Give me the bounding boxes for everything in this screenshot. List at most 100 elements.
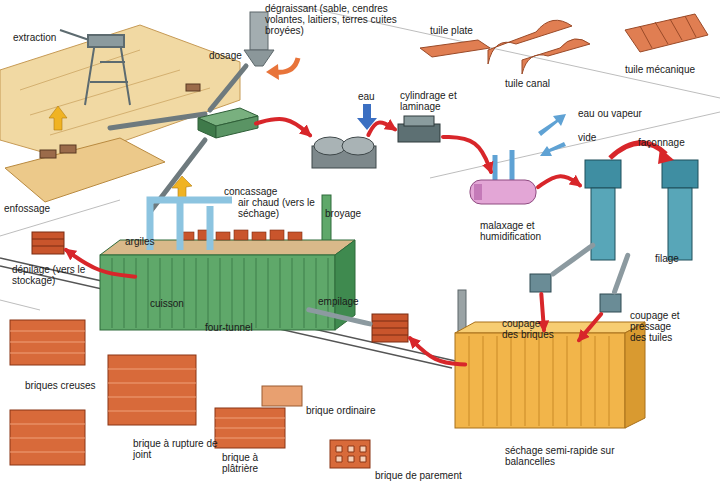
kiln-bricks bbox=[270, 230, 284, 240]
annotation-label: argiles bbox=[125, 236, 175, 247]
annotation-label: dégraissant (sable, cendres volantes, la… bbox=[265, 3, 400, 37]
plain-brick bbox=[262, 386, 302, 406]
crusher bbox=[198, 118, 216, 138]
annotation-label: brique à plâtrière bbox=[222, 452, 277, 474]
brick-stack bbox=[32, 232, 408, 342]
process-stage: broyage bbox=[310, 135, 378, 173]
stage-label: façonnage bbox=[638, 137, 708, 148]
stage-label: malaxage et humidification bbox=[480, 220, 555, 242]
process-stage: cuisson four-tunnel bbox=[100, 250, 355, 332]
floor-line bbox=[0, 300, 40, 310]
additive-arrow bbox=[266, 64, 279, 80]
material-arrow bbox=[172, 176, 192, 198]
additive-arrow bbox=[266, 58, 298, 80]
process-stage: coupage et pressage des tuiles bbox=[598, 292, 623, 314]
kiln-bricks bbox=[216, 232, 230, 240]
additive-arrow bbox=[276, 58, 298, 72]
flow-arrow bbox=[553, 245, 593, 274]
brick-stack bbox=[372, 314, 408, 342]
brick-stack bbox=[32, 232, 64, 254]
flow-arrow bbox=[541, 294, 544, 330]
annotation-label: brique de parement bbox=[375, 470, 475, 481]
mixer bbox=[474, 184, 482, 200]
wagon bbox=[60, 145, 76, 153]
wagon bbox=[40, 150, 56, 158]
process-stage: coupage des briques bbox=[528, 272, 553, 294]
steam-arrow bbox=[538, 114, 566, 136]
roof-tile bbox=[640, 16, 696, 48]
stage-label: empilage bbox=[318, 296, 373, 307]
stage-label: filage bbox=[655, 253, 705, 264]
excavator bbox=[60, 30, 130, 105]
plaster-brick bbox=[215, 408, 285, 448]
extrusion-press bbox=[662, 160, 698, 188]
stage-label: concassage bbox=[224, 186, 294, 197]
plaster-brick bbox=[215, 408, 285, 448]
roller-mill bbox=[404, 116, 434, 126]
facing-brick bbox=[330, 440, 370, 468]
annotation-label: brique ordinaire bbox=[306, 405, 396, 416]
material-arrow bbox=[49, 106, 67, 130]
stage-label: coupage des briques bbox=[502, 318, 557, 340]
conveyor bbox=[210, 66, 246, 110]
process-stage: malaxage et humidification bbox=[468, 172, 538, 208]
extrusion-press bbox=[591, 188, 615, 260]
annotation-label: eau bbox=[358, 91, 388, 102]
stage-label: dosage bbox=[209, 50, 249, 61]
mixer bbox=[470, 180, 536, 204]
kiln-bricks bbox=[252, 232, 266, 240]
grinder bbox=[312, 137, 376, 168]
stage-label: extraction bbox=[13, 32, 73, 43]
brick-stack bbox=[32, 239, 64, 246]
dryer bbox=[455, 333, 625, 428]
process-stage: façonnagefilage bbox=[580, 150, 710, 265]
flow-arrow bbox=[538, 176, 580, 187]
roof-tile bbox=[522, 39, 590, 74]
joint-brick bbox=[108, 369, 196, 411]
dryer bbox=[458, 290, 466, 333]
extrusion-press bbox=[585, 160, 698, 260]
flow-arrow bbox=[614, 255, 627, 292]
stage-label: four-tunnel bbox=[205, 322, 275, 333]
stage-label: séchage semi-rapide sur balancelles bbox=[505, 445, 615, 467]
excavator bbox=[60, 30, 130, 105]
annotation-label: brique à rupture de joint bbox=[133, 438, 218, 460]
dosing-hopper bbox=[244, 50, 274, 66]
plain-brick bbox=[262, 386, 302, 406]
mixer bbox=[470, 150, 536, 204]
tunnel-kiln bbox=[100, 255, 335, 330]
extrusion-press bbox=[585, 160, 621, 188]
wagon bbox=[40, 84, 200, 158]
dryer bbox=[455, 290, 645, 428]
annotation-label: tuile plate bbox=[430, 25, 500, 36]
material-arrow bbox=[49, 106, 192, 198]
hollow-brick bbox=[10, 320, 85, 465]
process-stage: cylindrage et laminage bbox=[395, 117, 443, 145]
brick-stack bbox=[372, 321, 408, 335]
floor-line bbox=[0, 200, 120, 236]
annotation-label: air chaud (vers le séchage) bbox=[238, 197, 318, 219]
annotation-label: eau ou vapeur bbox=[578, 108, 658, 119]
stage-label: coupage et pressage des tuiles bbox=[630, 310, 685, 344]
clay-pit bbox=[5, 138, 165, 202]
plaster-brick bbox=[215, 418, 285, 438]
excavator bbox=[88, 35, 124, 47]
roof-tile bbox=[420, 40, 490, 57]
stage-label: cylindrage et laminage bbox=[400, 90, 458, 112]
annotation-label: vide bbox=[578, 132, 608, 143]
process-stage: empilage bbox=[370, 312, 410, 345]
air-pipe bbox=[150, 200, 232, 250]
stage-label: cuisson bbox=[150, 298, 210, 309]
roller-mill bbox=[398, 116, 440, 142]
annotation-label: briques creuses bbox=[25, 380, 115, 391]
hollow-brick bbox=[10, 331, 85, 452]
facing-brick bbox=[330, 440, 370, 468]
stage-label: broyage bbox=[325, 208, 385, 219]
joint-brick bbox=[108, 355, 196, 425]
roof-tile bbox=[625, 14, 708, 52]
cutter bbox=[600, 294, 621, 312]
mixer bbox=[495, 150, 512, 180]
flow-arrow bbox=[309, 310, 370, 324]
